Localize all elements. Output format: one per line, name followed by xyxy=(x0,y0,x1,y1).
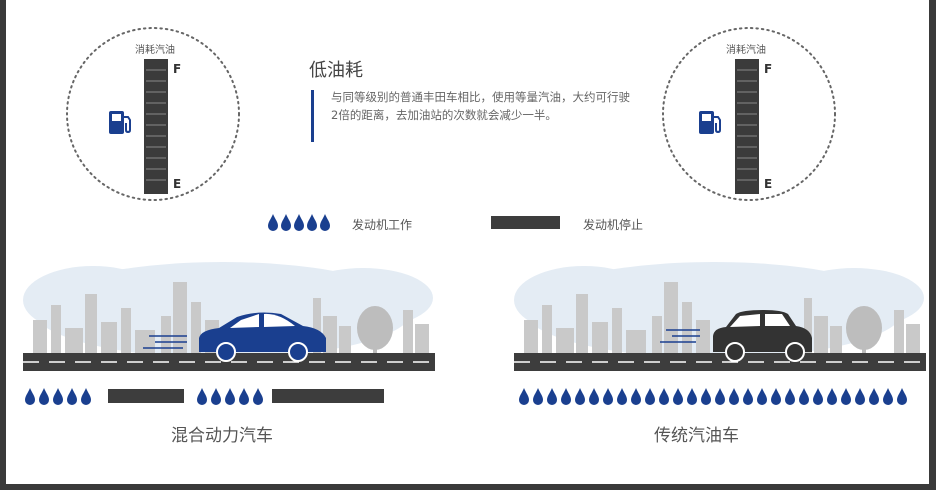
fuel-pump-icon xyxy=(699,111,721,134)
gauge-label: 消耗汽油 xyxy=(726,45,766,56)
fuel-drop-icon xyxy=(294,214,304,231)
conventional-fuel-gauge xyxy=(662,27,836,201)
fuel-level-bar xyxy=(735,59,759,194)
fuel-drop-icon xyxy=(268,214,278,231)
car-icon xyxy=(199,312,326,362)
feature-title: 低油耗 xyxy=(309,60,363,81)
car-icon xyxy=(713,310,812,362)
fuel-level-bar xyxy=(144,59,168,194)
hybrid-fuel-timeline xyxy=(25,388,384,405)
gauge-full-mark: F xyxy=(173,62,182,76)
fuel-drop-icon xyxy=(307,214,317,231)
conventional-caption: 传统汽油车 xyxy=(654,426,739,446)
gauge-dotted-circle xyxy=(662,27,836,201)
hybrid-fuel-gauge xyxy=(66,27,240,201)
legend-drops xyxy=(268,214,330,231)
road xyxy=(514,353,926,371)
road xyxy=(23,353,435,371)
gauge-full-mark: F xyxy=(764,62,773,76)
gauge-dotted-circle xyxy=(66,27,240,201)
hybrid-caption: 混合动力汽车 xyxy=(171,426,273,446)
city-skyline xyxy=(33,282,429,354)
conventional-fuel-timeline xyxy=(519,388,907,405)
legend-engine-off: 发动机停止 xyxy=(583,218,644,232)
gauge-empty-mark: E xyxy=(764,177,773,191)
hybrid-scene xyxy=(23,262,435,371)
feature-description: 与同等级别的普通丰田车相比，使用等量汽油，大约可行驶2倍的距离，去加油站的次数就… xyxy=(331,90,630,122)
legend-engine-on: 发动机工作 xyxy=(352,218,413,232)
speed-lines xyxy=(143,335,187,349)
speed-lines xyxy=(660,329,700,343)
accent-bar xyxy=(311,90,314,142)
gauge-empty-mark: E xyxy=(173,177,182,191)
fuel-drop-icon xyxy=(320,214,330,231)
tree-icon xyxy=(357,306,393,356)
conventional-scene xyxy=(514,262,926,371)
fuel-pump-icon xyxy=(109,111,131,134)
gauge-label: 消耗汽油 xyxy=(135,45,175,56)
legend-stop-bar xyxy=(491,216,560,229)
infographic-canvas: 消耗汽油 F E 消耗汽油 F E 低油耗 与同等级别的普通丰田车相比，使用等量… xyxy=(6,0,929,484)
tree-icon xyxy=(846,306,882,356)
fuel-drop-icon xyxy=(281,214,291,231)
